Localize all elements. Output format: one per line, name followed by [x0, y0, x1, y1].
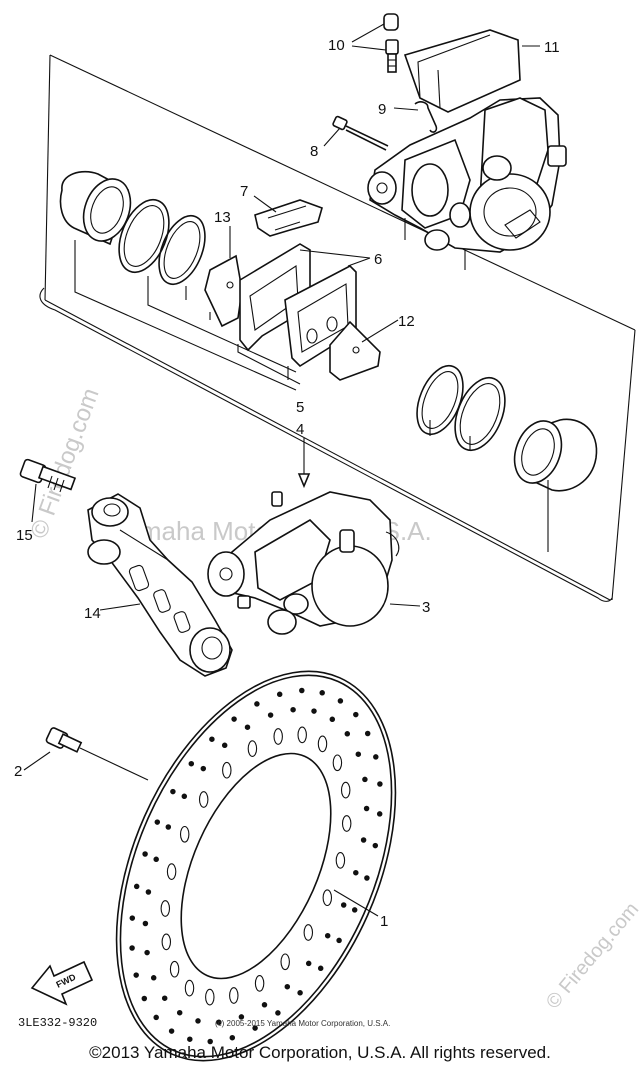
callout-14: 14	[84, 605, 101, 622]
caliper-bracket	[87, 493, 233, 677]
upper-caliper-body	[367, 97, 567, 253]
callout-10: 10	[328, 37, 345, 54]
callout-6: 6	[374, 251, 382, 268]
projection-lines	[74, 218, 549, 552]
callout-11: 11	[544, 39, 560, 56]
callout-1: 1	[380, 913, 388, 930]
pad-shim-left	[204, 254, 243, 328]
bleed-screw-part	[383, 13, 399, 73]
pad-cover-part	[403, 29, 521, 113]
callout-15: 15	[16, 527, 33, 544]
callout-labels: 1 2 3 4 5 6 7 8 9 10 11 12 13 14 15	[14, 37, 560, 930]
small-copyright: (c) 2005-2015 Yamaha Motor Corporation, …	[215, 1019, 390, 1028]
clip-part	[414, 101, 438, 133]
seal-ring-right-2	[454, 377, 506, 451]
callout-2: 2	[14, 763, 22, 780]
piston-right	[513, 418, 598, 492]
callout-13: 13	[214, 209, 231, 226]
callout-3: 3	[422, 599, 430, 616]
seal-ring-left-1	[118, 199, 170, 273]
seal-ring-left-2	[158, 214, 206, 286]
piston-left	[59, 170, 132, 246]
watermark-corner: © Firedog.com	[542, 898, 640, 1013]
forward-direction-arrow: FWD	[30, 960, 94, 1006]
disc-screw-part	[45, 727, 149, 781]
footer-copyright: ©2013 Yamaha Motor Corporation, U.S.A. A…	[89, 1043, 551, 1062]
callout-9: 9	[378, 101, 386, 118]
part-code: 3LE332-9320	[18, 1016, 97, 1030]
callout-8: 8	[310, 143, 318, 160]
callout-12: 12	[398, 313, 415, 330]
assembly-boundary	[39, 54, 636, 602]
callout-leaders	[23, 23, 540, 917]
brake-disc	[115, 670, 397, 1062]
callout-5: 5	[296, 399, 304, 416]
callout-7: 7	[240, 183, 248, 200]
pad-shim-right	[329, 320, 381, 381]
callout-4: 4	[296, 421, 304, 438]
disc-holes	[129, 687, 383, 1045]
lower-caliper-body	[207, 491, 400, 635]
pad-spring-part	[254, 199, 323, 237]
pad-pin-part	[332, 115, 389, 151]
bolt-part-15	[19, 458, 77, 493]
